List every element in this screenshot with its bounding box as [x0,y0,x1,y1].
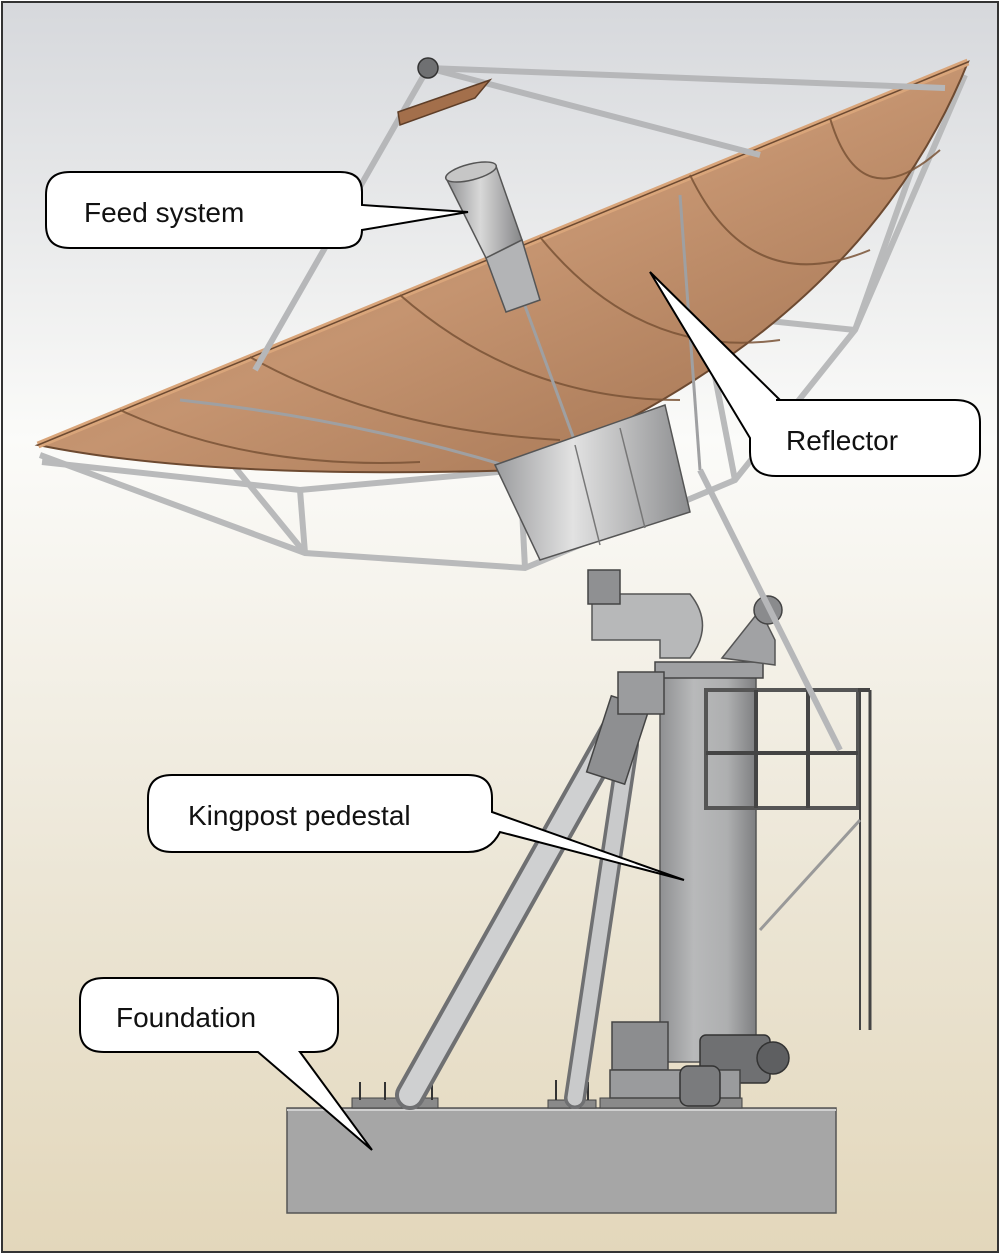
elevation-housing [587,569,783,666]
support-struts [395,694,651,1110]
callout-foundation-label: Foundation [116,1002,256,1033]
reflector-hub [493,404,691,561]
callout-feed-system-label: Feed system [84,197,244,228]
service-platform [704,688,872,1030]
callout-foundation: Foundation [79,977,373,1151]
callout-kingpost-pedestal: Kingpost pedestal [147,774,685,881]
callout-reflector-label: Reflector [786,425,898,456]
subreflector [397,57,493,127]
callout-reflector: Reflector [649,271,981,477]
feed-horn [444,161,541,313]
callout-kingpost-pedestal-label: Kingpost pedestal [188,800,411,831]
foundation-block [286,1080,837,1214]
callout-feed-system: Feed system [45,171,469,249]
